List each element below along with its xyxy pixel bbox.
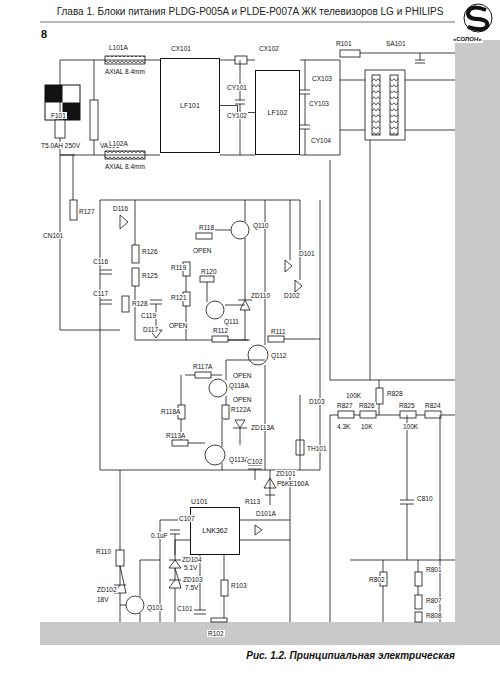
- component-label: D116: [112, 205, 129, 212]
- component-label: R121: [170, 294, 188, 301]
- component-label: R112: [212, 327, 229, 334]
- component-label: Q101: [146, 604, 164, 611]
- component-label: 4.3K: [336, 423, 351, 430]
- component-label: OPEN: [232, 372, 252, 379]
- component-label: ZD101: [275, 470, 297, 477]
- component-label: TH101: [306, 445, 328, 452]
- component-label: R127: [78, 208, 96, 215]
- component-label: OPEN: [168, 322, 188, 329]
- component-label: OPEN: [232, 396, 252, 403]
- component-label: R120: [200, 268, 218, 275]
- component-label: CY102: [226, 112, 248, 119]
- component-label: R118: [198, 224, 215, 231]
- component-label: ZD102: [96, 586, 118, 593]
- component-label: ZD103: [182, 576, 204, 583]
- component-label: CY104: [310, 137, 332, 144]
- publisher-logo-text: «СОЛОН»: [452, 36, 483, 43]
- component-label: Q112: [270, 352, 287, 359]
- component-label: C119: [140, 312, 157, 319]
- component-label: Q110: [252, 222, 269, 229]
- component-label: 5.1V: [183, 564, 198, 571]
- component-label: R824: [424, 402, 442, 409]
- component-label: L102A: [108, 140, 129, 147]
- component-label: 100K: [345, 392, 362, 399]
- component-label: L101A: [108, 44, 129, 51]
- component-label: R825: [398, 402, 416, 409]
- part-label: LF102: [268, 109, 288, 117]
- component-label: R125: [141, 272, 159, 279]
- component-label: R117A: [192, 363, 213, 370]
- component-label: C116: [92, 258, 109, 265]
- component-label: AXIAL 8.4mm: [104, 68, 146, 75]
- component-label: F101: [50, 112, 67, 119]
- component-label: R113: [244, 498, 261, 505]
- component-label: R122A: [230, 406, 252, 413]
- component-label: R802: [368, 576, 386, 583]
- component-box: U101LNK362: [190, 507, 240, 555]
- component-label: 10K: [360, 423, 374, 430]
- component-label: OPEN: [192, 247, 212, 254]
- component-label: R118A: [160, 408, 181, 415]
- part-name: U101: [191, 498, 208, 506]
- component-label: C101: [176, 605, 194, 612]
- component-label: ZD113A: [250, 424, 275, 431]
- component-label: 100K: [402, 423, 419, 430]
- component-label: R807: [425, 597, 443, 604]
- component-label: CX102: [258, 45, 280, 52]
- component-label: C117: [92, 290, 109, 297]
- component-label: CY103: [308, 100, 330, 107]
- component-label: 7.5V: [184, 584, 199, 591]
- component-label: ZD104: [181, 556, 203, 563]
- component-label: D101: [298, 250, 316, 257]
- component-label: R103: [230, 582, 248, 589]
- component-label: R826: [358, 402, 376, 409]
- component-label: SA101: [385, 40, 407, 47]
- component-label: R102: [207, 630, 225, 637]
- component-label: C810: [416, 495, 434, 502]
- component-label: 0.1uF: [150, 532, 169, 539]
- component-label: R828: [386, 390, 404, 397]
- component-label: AXIAL 8.4mm: [104, 163, 146, 170]
- component-label: R801: [425, 566, 443, 573]
- component-label: CY101: [226, 84, 248, 91]
- component-label: T5.0AH 250V: [40, 142, 81, 149]
- component-label: 18V: [96, 596, 110, 603]
- component-label: C107: [178, 515, 196, 522]
- component-label: R126: [141, 248, 159, 255]
- component-label: D102: [283, 292, 301, 299]
- component-label: ZD110: [250, 292, 271, 299]
- component-label: R111: [270, 328, 287, 335]
- component-label: Q111: [223, 318, 240, 325]
- page-number: 8: [40, 28, 48, 40]
- component-label: Q118A: [228, 382, 250, 389]
- component-box: LF101: [160, 58, 220, 153]
- component-label: R827: [336, 402, 354, 409]
- figure-caption: Рис. 1.2. Принципиальная электрическая: [246, 650, 455, 661]
- component-label: R128: [131, 300, 149, 307]
- component-label: R101: [335, 40, 353, 47]
- component-label: P6KE160A: [276, 480, 310, 487]
- component-label: D117: [142, 326, 159, 333]
- component-label: D101A: [255, 510, 277, 517]
- component-box: LF102: [255, 70, 300, 155]
- component-label: CX103: [311, 75, 333, 82]
- part-label: LNK362: [202, 527, 227, 535]
- component-label: C102: [246, 458, 264, 465]
- component-label: R113A: [165, 432, 186, 439]
- component-label: CN101: [42, 232, 64, 239]
- component-label: CX101: [170, 45, 192, 52]
- component-label: R119: [170, 264, 187, 271]
- page-heading: Глава 1. Блоки питания PLDG-P005A и PLDE…: [40, 6, 460, 18]
- component-label: D103: [308, 398, 326, 405]
- component-label: R110: [95, 548, 112, 555]
- component-label: R808: [425, 612, 443, 619]
- part-label: LF101: [180, 102, 200, 110]
